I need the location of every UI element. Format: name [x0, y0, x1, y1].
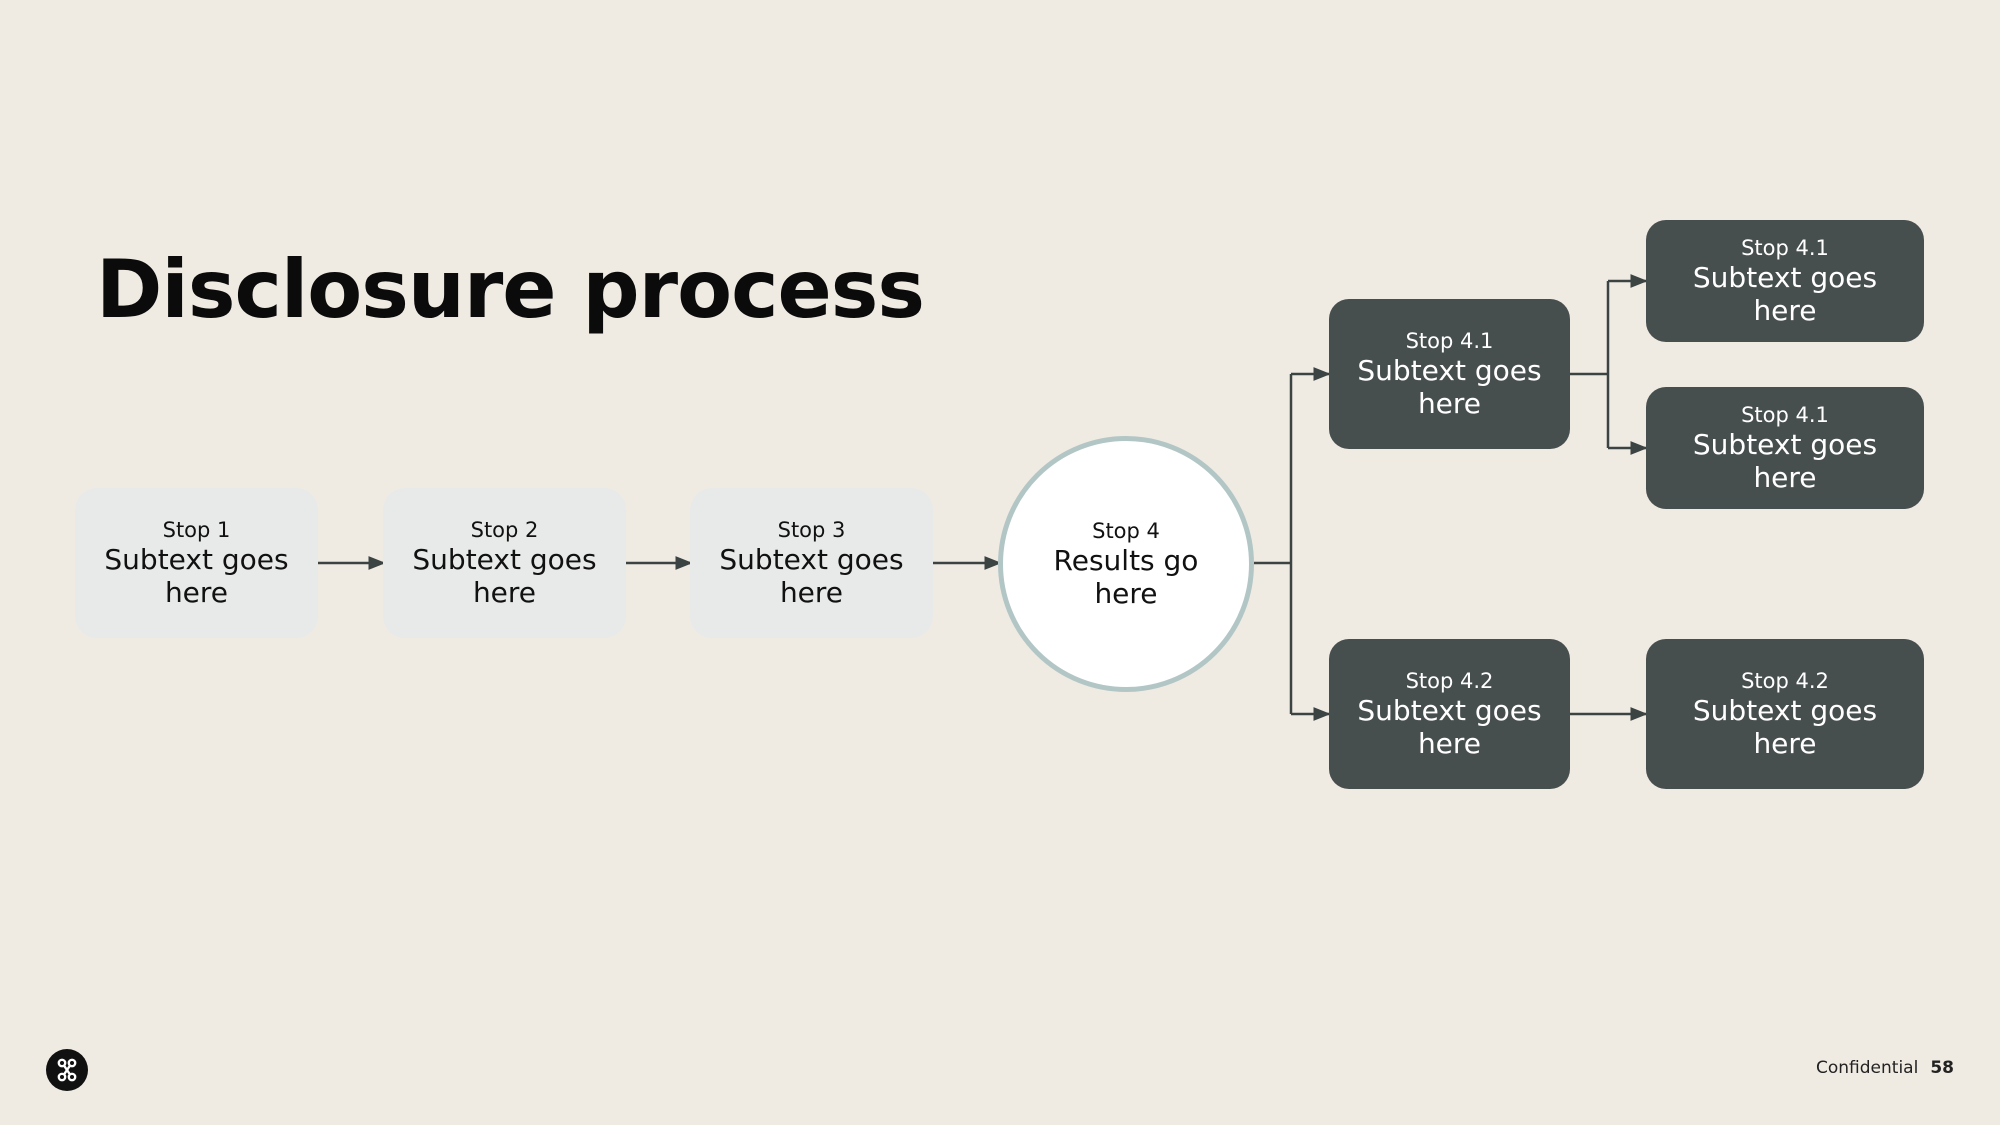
- node-subtext: Subtext goes here: [412, 543, 597, 610]
- node-label: Stop 4.1: [1741, 235, 1829, 260]
- node-subtext: Subtext goes here: [104, 543, 289, 610]
- node-label: Stop 3: [777, 517, 846, 542]
- node-stop-1: Stop 1 Subtext goes here: [75, 488, 318, 638]
- node-stop-4-1-a: Stop 4.1 Subtext goes here: [1646, 220, 1924, 342]
- node-stop-4-1-b: Stop 4.1 Subtext goes here: [1646, 387, 1924, 509]
- node-label: Stop 4.2: [1741, 668, 1829, 693]
- node-subtext: Subtext goes here: [1357, 354, 1542, 421]
- node-label: Stop 4.1: [1741, 402, 1829, 427]
- page-number: 58: [1930, 1058, 1954, 1078]
- node-stop-4: Stop 4 Results go here: [998, 436, 1254, 692]
- node-subtext: Subtext goes here: [719, 543, 904, 610]
- node-stop-2: Stop 2 Subtext goes here: [383, 488, 626, 638]
- node-stop-4-2: Stop 4.2 Subtext goes here: [1329, 639, 1570, 789]
- node-stop-4-2-a: Stop 4.2 Subtext goes here: [1646, 639, 1924, 789]
- footer: Confidential 58: [1816, 1058, 1954, 1078]
- node-label: Stop 4.1: [1405, 328, 1494, 353]
- node-subtext: Subtext goes here: [1357, 694, 1542, 761]
- node-subtext: Subtext goes here: [1692, 694, 1878, 761]
- node-subtext: Subtext goes here: [1692, 428, 1878, 495]
- node-subtext: Subtext goes here: [1692, 261, 1878, 328]
- node-label: Stop 1: [162, 517, 231, 542]
- brand-logo-icon: [46, 1049, 88, 1091]
- node-label: Stop 4: [1092, 518, 1160, 543]
- node-stop-3: Stop 3 Subtext goes here: [690, 488, 933, 638]
- node-stop-4-1: Stop 4.1 Subtext goes here: [1329, 299, 1570, 449]
- node-label: Stop 2: [470, 517, 539, 542]
- node-label: Stop 4.2: [1405, 668, 1494, 693]
- page-title: Disclosure process: [96, 243, 925, 336]
- confidential-label: Confidential: [1816, 1058, 1919, 1078]
- node-subtext: Results go here: [1053, 544, 1199, 611]
